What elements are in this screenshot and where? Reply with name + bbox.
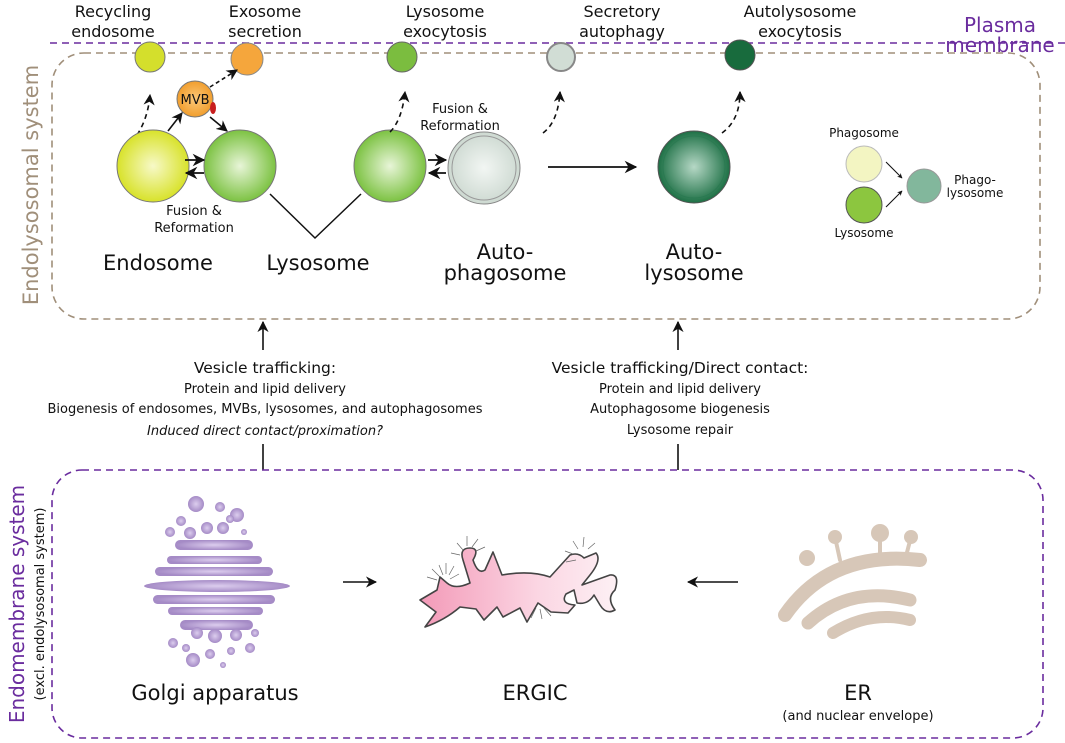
autolysosome-inner <box>662 135 726 199</box>
er-illustration <box>778 524 927 639</box>
link-left-title: Vesicle trafficking: <box>194 359 336 377</box>
top-label: exocytosis <box>403 22 487 41</box>
autophagosome-label: Auto- <box>477 240 534 264</box>
link-left-italic: Induced direct contact/proximation? <box>147 424 383 439</box>
top-label: secretion <box>228 22 302 41</box>
phagolysosome-label: lysosome <box>947 186 1004 200</box>
phagosome <box>845 145 883 183</box>
mvb-vesicle <box>176 80 214 118</box>
lysosome-bracket <box>269 193 362 240</box>
top-label: Exosome <box>229 2 301 21</box>
fusion-label: Fusion & <box>432 102 488 117</box>
lysosome-2 <box>353 129 427 203</box>
top-label: autophagy <box>579 22 665 41</box>
top-label: Recycling <box>75 2 152 21</box>
endomembrane-subtitle: (excl. endolysosomal system) <box>33 508 48 701</box>
top-label: Secretory <box>584 2 661 21</box>
arrow <box>885 190 903 208</box>
ergic-label: ERGIC <box>503 681 568 705</box>
dashed-arrow <box>389 90 410 133</box>
phago-lysosome-input <box>845 186 883 224</box>
top-label: exocytosis <box>758 22 842 41</box>
phago-lysosome-input-label: Lysosome <box>835 226 894 240</box>
autophagosome <box>447 131 521 205</box>
lysosome <box>203 129 277 203</box>
endomembrane-box <box>51 469 1044 739</box>
golgi-label: Golgi apparatus <box>131 681 298 705</box>
dashed-arrow <box>209 69 238 88</box>
dashed-arrow <box>136 93 155 136</box>
autolysosome-label: lysosome <box>644 261 743 285</box>
er-sublabel: (and nuclear envelope) <box>782 709 933 724</box>
endomembrane-title: Endomembrane system <box>5 485 29 723</box>
mvb-red-marker <box>210 102 216 114</box>
top-label: Autolysosome <box>744 2 857 21</box>
top-label: Lysosome <box>406 2 485 21</box>
top-label: endosome <box>71 22 154 41</box>
exosome-vesicle <box>230 42 264 76</box>
lysosome-label: Lysosome <box>266 251 369 275</box>
ergic-illustration <box>419 536 618 628</box>
endosome-label: Endosome <box>103 251 213 275</box>
endolysosomal-box <box>51 52 1041 320</box>
endolysosomal-title: Endolysosomal system <box>19 65 43 305</box>
link-right-title: Vesicle trafficking/Direct contact: <box>552 359 809 377</box>
link-left-line: Protein and lipid delivery <box>184 382 346 397</box>
dashed-arrow <box>721 90 746 134</box>
phagolysosome <box>906 168 942 204</box>
autolysosome-exocytosis-vesicle <box>724 39 756 71</box>
lysosome-exocytosis-vesicle <box>386 41 418 73</box>
secretory-autophagy-vesicle <box>546 42 576 72</box>
arrow <box>209 116 228 132</box>
mvb-label: MVB <box>180 93 209 108</box>
fusion-label: Reformation <box>420 119 500 134</box>
autophagosome-label: phagosome <box>444 261 567 285</box>
link-left-line: Biogenesis of endosomes, MVBs, lysosomes… <box>48 402 483 417</box>
phagosome-label: Phagosome <box>829 126 899 140</box>
top-labels: Recycling endosome Exosome secretion Lys… <box>71 2 856 41</box>
autophagosome-inner-membrane <box>451 135 517 201</box>
link-right-line: Protein and lipid delivery <box>599 382 761 397</box>
plasma-membrane-label: Plasma <box>964 13 1036 37</box>
er-label: ER <box>844 681 872 705</box>
arrow <box>885 161 903 179</box>
autolysosome <box>657 130 731 204</box>
link-right-line: Autophagosome biogenesis <box>590 402 770 417</box>
recycling-endosome-vesicle <box>134 41 166 73</box>
fusion-label: Fusion & <box>166 204 222 219</box>
autolysosome-label: Auto- <box>666 240 723 264</box>
arrow <box>167 112 183 132</box>
golgi-illustration <box>144 496 290 668</box>
link-right-line: Lysosome repair <box>627 423 734 438</box>
dashed-arrow <box>542 90 565 134</box>
endosome <box>116 129 190 203</box>
phagolysosome-label: Phago- <box>954 173 996 187</box>
fusion-label: Reformation <box>154 221 234 236</box>
